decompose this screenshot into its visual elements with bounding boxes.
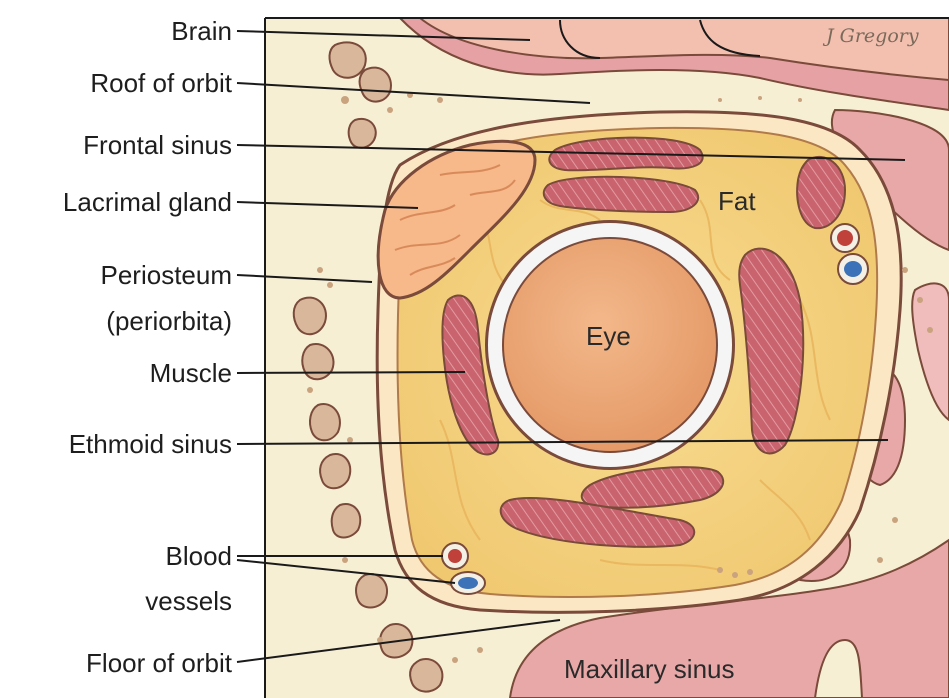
label-floor-of-orbit: Floor of orbit <box>86 648 233 678</box>
labels-left: Brain Roof of orbit Frontal sinus Lacrim… <box>63 16 233 678</box>
label-ethmoid-sinus: Ethmoid sinus <box>69 429 232 459</box>
label-blood: Blood <box>166 541 233 571</box>
label-periosteum: Periosteum <box>101 260 233 290</box>
label-fat: Fat <box>718 186 756 216</box>
artist-signature: J Gregory <box>822 25 919 47</box>
leader-muscle <box>237 372 465 373</box>
label-eye: Eye <box>586 321 631 351</box>
label-roof-of-orbit: Roof of orbit <box>90 68 232 98</box>
artery-lower <box>448 549 462 563</box>
label-brain: Brain <box>171 16 232 46</box>
label-lacrimal-gland: Lacrimal gland <box>63 187 232 217</box>
vein-lower <box>458 577 478 589</box>
label-muscle: Muscle <box>150 358 232 388</box>
muscle-levator <box>544 177 698 212</box>
label-maxillary-sinus: Maxillary sinus <box>564 654 735 684</box>
artery-upper <box>837 230 853 246</box>
vein-upper <box>844 261 862 277</box>
label-periorbita: (periorbita) <box>106 306 232 336</box>
muscle-superior-oblique <box>797 157 845 228</box>
label-vessels: vessels <box>145 586 232 616</box>
label-frontal-sinus: Frontal sinus <box>83 130 232 160</box>
